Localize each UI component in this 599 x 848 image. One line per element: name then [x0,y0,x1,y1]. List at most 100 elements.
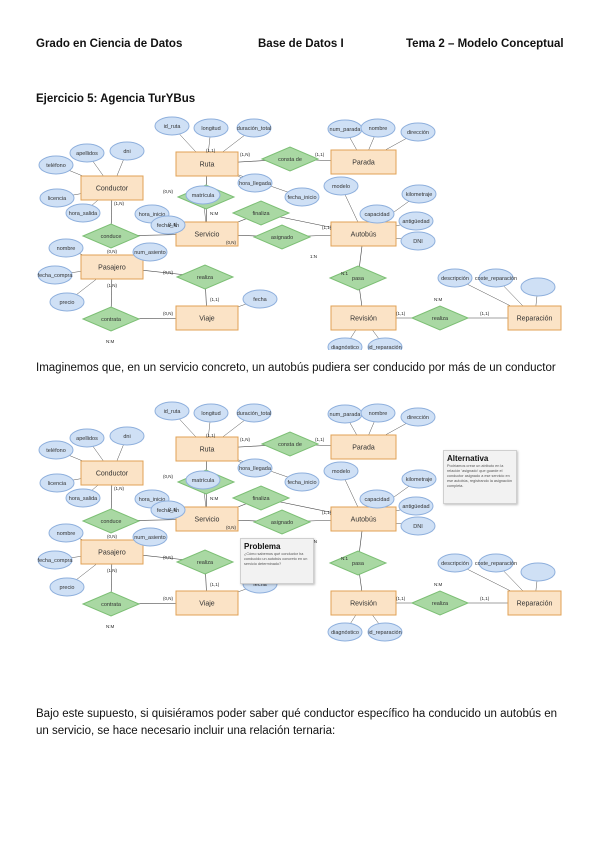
attribute-label: duración_total [237,411,272,417]
attribute-label: fecha_fin [157,223,179,229]
relationship-label: pasa [352,561,365,567]
note-problema-title: Problema [244,542,281,551]
relationship-label: realiza [432,316,449,322]
cardinality-label: (1,N) [240,437,251,442]
relationship-label: finaliza [252,496,270,502]
relationship: consta de [260,431,320,457]
attribute-label: id_ruta [164,124,182,130]
attribute: DNI [400,231,436,251]
attribute-label: fecha [253,582,267,588]
cardinality-label: (0,N) [163,596,174,601]
header-course: Grado en Ciencia de Datos [36,38,183,50]
entity: Viaje [175,305,239,331]
entity-label: Autobús [351,517,377,524]
entity-label: Pasajero [98,550,126,557]
er-diagram-2: consta deofrecefinalizaasignadoconducere… [37,401,562,642]
relationship: realiza [410,305,470,331]
attribute: teléfono [38,440,74,460]
cardinality-label: (1,N) [114,486,125,491]
attribute-label: diagnóstico [331,630,359,636]
relationship-label: pasa [352,276,365,282]
relationship: consta de [260,146,320,172]
attribute: fecha_compra [37,265,74,285]
relationship: contrata [81,306,141,332]
cardinality-label: (1,1) [322,510,332,515]
attribute-label: hora_llegada [239,181,272,187]
attribute: fecha_fin [150,500,186,520]
attribute-label: num_parada [330,127,362,133]
relationship-label: conduce [101,234,122,240]
attribute: kilometraje [401,184,437,204]
attribute-label: fecha_compra [38,273,74,279]
cardinality-label: (1,N) [240,152,251,157]
paragraph-ternary: Bajo este supuesto, si quisiéramos poder… [36,708,558,737]
attribute: apellidos [69,428,105,448]
attribute: descripción [437,268,473,288]
relationship: pasa [328,265,388,291]
cardinality-label: (1,1) [396,596,406,601]
attribute: nombre [48,238,84,258]
attribute: dni [109,141,145,161]
attribute: precio [49,292,85,312]
attribute-label: fecha_fin [157,508,179,514]
entity-label: Viaje [199,601,215,608]
entity-label: Ruta [200,162,215,169]
relationship-label: contrata [101,602,122,608]
entity-label: Revisión [350,316,377,323]
entity: Autobús [330,506,397,532]
cardinality-label: (1,1) [168,222,178,227]
header-subject: Base de Datos I [258,38,344,50]
attribute-label: antigüedad [402,219,429,225]
attribute: apellidos [69,143,105,163]
attribute: fecha_inicio [284,472,320,492]
attribute: id_reparación [367,337,403,350]
attribute-label: id_reparación [368,345,401,350]
attribute: hora_llegada [237,173,273,193]
attribute-label: num_asiento [134,250,166,256]
attribute-label: nombre [369,411,388,417]
attribute: id_reparación [367,622,403,642]
attribute: longitud [193,118,229,138]
entity-label: Conductor [96,471,129,478]
entity: Parada [330,149,397,175]
entity: Reparación [507,590,562,616]
paragraph-scenario: Imaginemos que, en un servicio concreto,… [36,362,556,374]
attribute-label: precio [60,300,75,306]
attribute-label: fecha_compra [38,558,74,564]
entity: Parada [330,434,397,460]
attribute-label: nombre [369,126,388,132]
relationship-label: realiza [197,275,214,281]
attribute: nombre [360,403,396,423]
attribute-label: licencia [48,196,67,202]
entity: Conductor [80,175,144,201]
cardinality-label: (0,N) [107,534,118,539]
entity: Ruta [175,151,239,177]
relationship-label: realiza [432,601,449,607]
entity-label: Servicio [195,232,220,239]
attribute-label: antigüedad [402,504,429,510]
cardinality-label: N:1 [341,271,349,276]
relationship-label: realiza [197,560,214,566]
relationship: pasa [328,550,388,576]
attribute: fecha_fin [150,215,186,235]
entity-label: Parada [352,160,375,167]
note-alternativa-title: Alternativa [447,454,489,463]
attribute: dni [109,426,145,446]
attribute: fecha [242,289,278,309]
attribute-label: longitud [201,126,220,132]
cardinality-label: (1,N) [107,283,118,288]
cardinality-label: N:M [210,496,219,501]
cardinality-label: (0,N) [163,311,174,316]
attribute-label: apellidos [76,151,98,157]
attribute-label: capacidad [364,497,389,503]
attribute: dirección [400,407,436,427]
attribute-label: id_reparación [368,630,401,636]
note-problema: Problema ¿Cómo sabemos qué conductor ha … [240,538,314,584]
attribute-label: dni [123,434,130,440]
cardinality-label: (1,1) [480,596,490,601]
header-topic: Tema 2 – Modelo Conceptual [406,38,564,50]
entity-label: Autobús [351,232,377,239]
entity-label: Conductor [96,186,129,193]
cardinality-label: (0,N) [107,249,118,254]
entity-label: Parada [352,445,375,452]
